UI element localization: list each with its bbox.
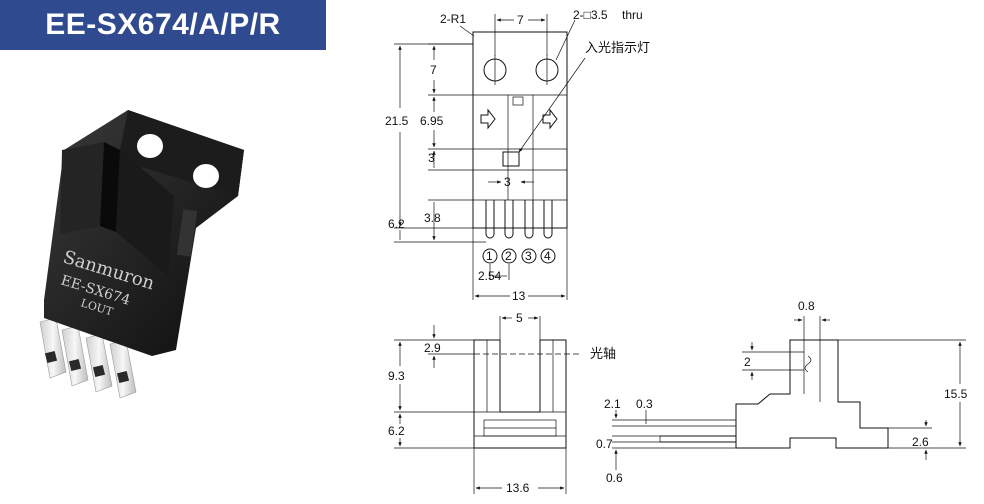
dim-slot-height: 9.3 <box>388 369 405 383</box>
dim-hole-spacing: 7 <box>517 13 524 27</box>
pin-number: 3 <box>525 249 532 263</box>
top-view: 1 2 3 4 2-R1 7 2-□3.5 thru 入光指示灯 21.5 7 … <box>385 8 650 303</box>
title-badge: EE-SX674/A/P/R <box>0 0 326 50</box>
radius-note: 2-R1 <box>440 12 466 26</box>
arrow-right-icon <box>542 108 558 130</box>
arrow-right-icon <box>480 108 496 130</box>
dim-indicator: 3 <box>428 151 435 165</box>
side-dim-side: 2 <box>744 355 751 369</box>
indicator-label: 入光指示灯 <box>585 41 650 56</box>
hole-note: 2-□3.5 <box>573 8 608 22</box>
pin-number: 2 <box>505 249 512 263</box>
side-view: 0.8 2 2.1 0.3 0.7 0.6 15.5 2.6 <box>596 299 968 485</box>
front-view: 5 光轴 2.9 9.3 6.2 13.6 <box>388 311 616 495</box>
dim-pin: 3.8 <box>424 211 441 225</box>
top-view-pins <box>485 200 553 239</box>
pin-number: 1 <box>486 249 493 263</box>
side-dim-lead2: 0.6 <box>606 471 623 485</box>
optical-axis-label: 光轴 <box>590 347 616 362</box>
side-dim-top: 0.8 <box>798 299 815 313</box>
side-dim-step1: 2.1 <box>604 397 621 411</box>
side-dim-height: 15.5 <box>944 387 968 401</box>
dim-base: 6.2 <box>388 424 405 438</box>
side-dim-step2: 0.3 <box>636 397 653 411</box>
product-photo: Sanmuron EE-SX674 LOUT <box>39 110 244 399</box>
dim-hole-offset: 7 <box>430 63 437 77</box>
dim-slot-top: 2.9 <box>424 341 441 355</box>
mount-hole-icon <box>193 164 219 188</box>
product-title: EE-SX674/A/P/R <box>45 8 281 41</box>
pin-number: 4 <box>544 249 551 263</box>
side-dim-lead1: 0.7 <box>596 437 613 451</box>
side-dim-pin-height: 2.6 <box>912 435 929 449</box>
dim-overall-height: 21.5 <box>385 114 409 128</box>
dim-width-front: 13.6 <box>506 481 530 495</box>
hole-note-suffix: thru <box>622 8 643 22</box>
indicator-led-icon <box>502 151 520 167</box>
dim-pin-pitch: 2.54 <box>478 269 502 283</box>
dim-indicator-width: 3 <box>504 175 511 189</box>
dim-lower: 6.2 <box>388 217 405 231</box>
dim-width-top: 13 <box>512 289 526 303</box>
dim-window: 6.95 <box>420 114 444 128</box>
dim-slot: 5 <box>516 311 523 325</box>
mount-hole-icon <box>137 134 163 158</box>
